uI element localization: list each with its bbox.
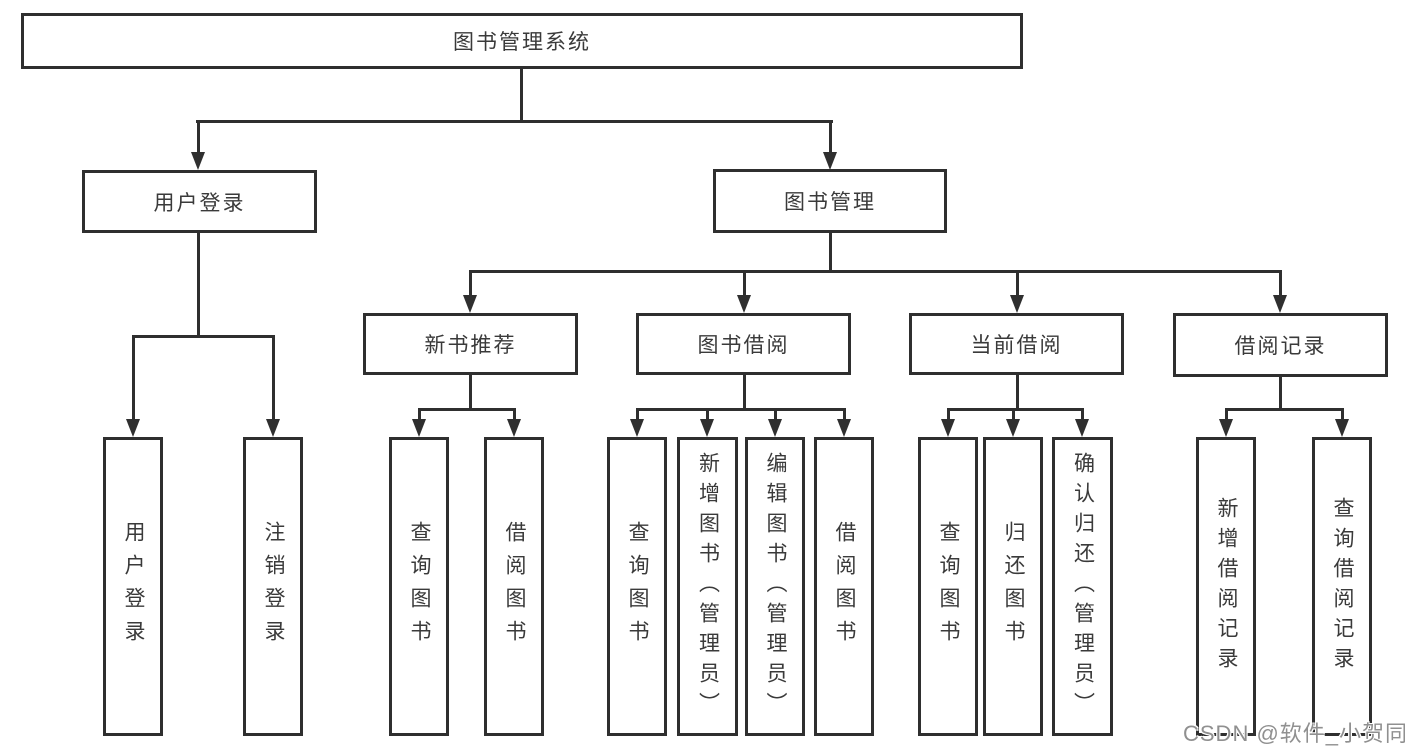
connector-hline [469, 270, 1282, 273]
node-book-borrowing: 图书借阅 [636, 313, 851, 375]
connector-vline [947, 408, 950, 419]
leaf-add-books-admin: 新增图书（管理员） [677, 437, 738, 736]
watermark: CSDN @软件_小贺同学 [1183, 721, 1405, 746]
connector-vline [1016, 375, 1019, 408]
arrow-down-icon [941, 419, 955, 437]
connector-vline [469, 375, 472, 408]
connector-vline [774, 408, 777, 419]
arrow-down-icon [412, 419, 426, 437]
connector-vline [132, 335, 135, 419]
connector-vline [1081, 408, 1084, 419]
arrow-down-icon [1075, 419, 1089, 437]
leaf-logout: 注销登录 [243, 437, 303, 736]
leaf-add-borrow-record: 新增借阅记录 [1196, 437, 1256, 736]
connector-vline [1279, 270, 1282, 295]
arrow-down-icon [823, 152, 837, 170]
connector-hline [132, 335, 275, 338]
arrow-down-icon [126, 419, 140, 437]
arrow-down-icon [768, 419, 782, 437]
connector-vline [743, 270, 746, 295]
connector-vline [197, 120, 200, 154]
arrow-down-icon [1273, 295, 1287, 313]
leaf-query-borrow-record: 查询借阅记录 [1312, 437, 1372, 736]
leaf-edit-books-admin: 编辑图书（管理员） [745, 437, 805, 736]
leaf-confirm-return-admin: 确认归还（管理员） [1052, 437, 1113, 736]
connector-vline [418, 408, 421, 419]
arrow-down-icon [1006, 419, 1020, 437]
connector-vline [1016, 270, 1019, 295]
connector-hline [196, 120, 833, 123]
node-borrowing-records: 借阅记录 [1173, 313, 1388, 377]
connector-vline [706, 408, 709, 419]
node-user-login: 用户登录 [82, 170, 317, 233]
connector-vline [1012, 408, 1015, 419]
leaf-query-books-current: 查询图书 [918, 437, 978, 736]
leaf-return-books: 归还图书 [983, 437, 1043, 736]
node-library-system-root: 图书管理系统 [21, 13, 1023, 69]
connector-vline [1225, 408, 1228, 419]
arrow-down-icon [1010, 295, 1024, 313]
node-book-management: 图书管理 [713, 169, 947, 233]
leaf-user-login: 用户登录 [103, 437, 163, 736]
connector-vline [469, 270, 472, 295]
connector-vline [829, 120, 832, 154]
arrow-down-icon [191, 152, 205, 170]
arrow-down-icon [737, 295, 751, 313]
connector-hline [636, 408, 845, 411]
node-current-borrowing: 当前借阅 [909, 313, 1124, 375]
connector-vline [272, 335, 275, 419]
leaf-query-books-borrow: 查询图书 [607, 437, 667, 736]
leaf-borrow-books-recommend: 借阅图书 [484, 437, 544, 736]
connector-vline [636, 408, 639, 419]
arrow-down-icon [463, 295, 477, 313]
connector-vline [843, 408, 846, 419]
node-new-book-recommendation: 新书推荐 [363, 313, 578, 375]
connector-vline [513, 408, 516, 419]
connector-vline [1279, 377, 1282, 408]
arrow-down-icon [700, 419, 714, 437]
connector-vline [197, 233, 200, 335]
arrow-down-icon [266, 419, 280, 437]
arrow-down-icon [837, 419, 851, 437]
arrow-down-icon [630, 419, 644, 437]
connector-hline [1225, 408, 1343, 411]
arrow-down-icon [1219, 419, 1233, 437]
arrow-down-icon [1335, 419, 1349, 437]
connector-vline [520, 69, 523, 120]
leaf-query-books-recommend: 查询图书 [389, 437, 449, 736]
connector-vline [829, 233, 832, 270]
connector-hline [947, 408, 1083, 411]
arrow-down-icon [507, 419, 521, 437]
leaf-borrow-books: 借阅图书 [814, 437, 874, 736]
connector-hline [418, 408, 516, 411]
connector-vline [1341, 408, 1344, 419]
connector-vline [743, 375, 746, 408]
